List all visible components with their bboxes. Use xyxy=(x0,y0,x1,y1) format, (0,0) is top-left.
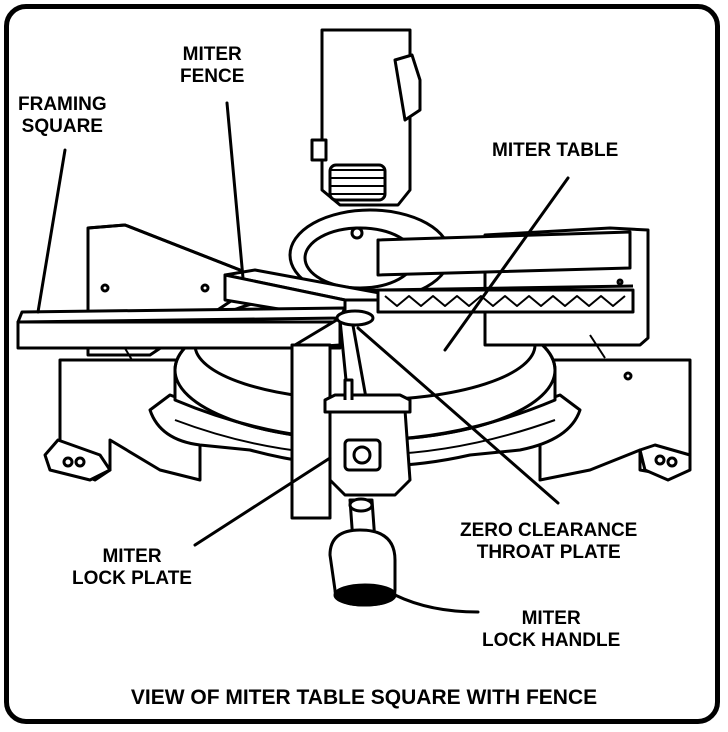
framing-square-tongue xyxy=(290,343,332,520)
miter-table-ruler xyxy=(376,230,632,277)
label-miter-lock-plate: MITER LOCK PLATE xyxy=(72,546,192,589)
leader-framing-square xyxy=(36,148,67,314)
label-miter-fence: MITER FENCE xyxy=(180,44,245,87)
leader-miter-lock-handle xyxy=(393,593,480,614)
leader-miter-table xyxy=(443,176,570,352)
label-miter-lock-handle: MITER LOCK HANDLE xyxy=(482,608,621,651)
label-zero-clearance: ZERO CLEARANCE THROAT PLATE xyxy=(460,520,638,563)
framing-square-blade xyxy=(16,306,347,324)
leader-miter-lock-plate xyxy=(193,456,332,547)
label-framing-square: FRAMING SQUARE xyxy=(18,94,107,137)
label-miter-table: MITER TABLE xyxy=(492,140,619,161)
leader-miter-fence xyxy=(225,101,245,280)
leader-zero-clearance xyxy=(356,326,560,505)
figure-caption: VIEW OF MITER TABLE SQUARE WITH FENCE xyxy=(130,686,598,709)
saw-arm xyxy=(320,28,412,207)
